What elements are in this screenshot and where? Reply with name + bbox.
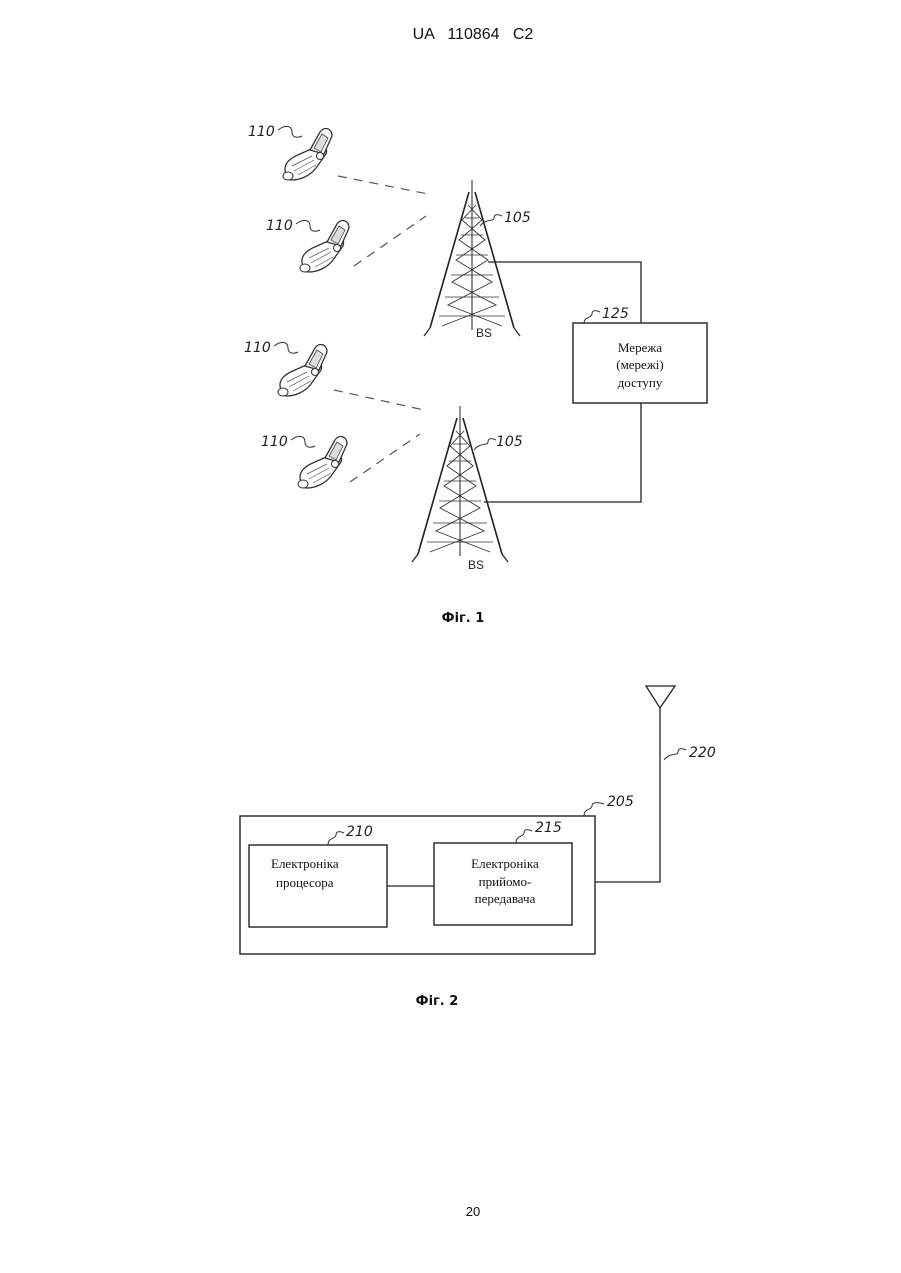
base-station-tower-icon (412, 406, 508, 562)
antenna-icon (646, 686, 675, 708)
phone-reference-label: 110 (261, 434, 288, 450)
device-reference-label: 205 (607, 794, 634, 810)
network-box-line: (мережі) (616, 357, 664, 372)
figure-2: 220 205 Електроніка процесора 210 Електр… (240, 686, 716, 1009)
transceiver-box-line: прийомо- (479, 874, 532, 889)
transceiver-box-line: передавача (475, 891, 536, 906)
phone-reference-label: 110 (244, 340, 271, 356)
tower-reference-label: 105 (504, 210, 531, 226)
network-box-line: доступу (618, 375, 663, 390)
network-box-line: Мережа (618, 340, 662, 355)
antenna-reference-label: 220 (689, 745, 716, 761)
base-station-tower-icon (424, 180, 520, 336)
figure-1-caption: Фіг. 1 (442, 611, 485, 626)
mobile-phone-icon (283, 129, 332, 180)
network-reference-label: 125 (602, 306, 629, 322)
processor-box-line: Електроніка (271, 856, 339, 871)
radio-link-lines (334, 176, 428, 482)
tower-reference-label: 105 (496, 434, 523, 450)
mobile-phone-icon (278, 345, 327, 396)
figure-1: 110 110 110 110 BS BS 105 1 (244, 124, 707, 626)
page-number: 20 (0, 1204, 901, 1219)
transceiver-reference-label: 215 (535, 820, 562, 836)
tower-label: BS (476, 326, 492, 340)
phone-reference-label: 110 (266, 218, 293, 234)
tower-label: BS (468, 558, 484, 572)
figure-2-caption: Фіг. 2 (416, 994, 459, 1009)
transceiver-box-line: Електроніка (471, 856, 539, 871)
processor-box-line: процесора (276, 875, 334, 890)
mobile-phone-icon (300, 221, 349, 272)
phone-reference-label: 110 (248, 124, 275, 140)
processor-reference-label: 210 (346, 824, 373, 840)
